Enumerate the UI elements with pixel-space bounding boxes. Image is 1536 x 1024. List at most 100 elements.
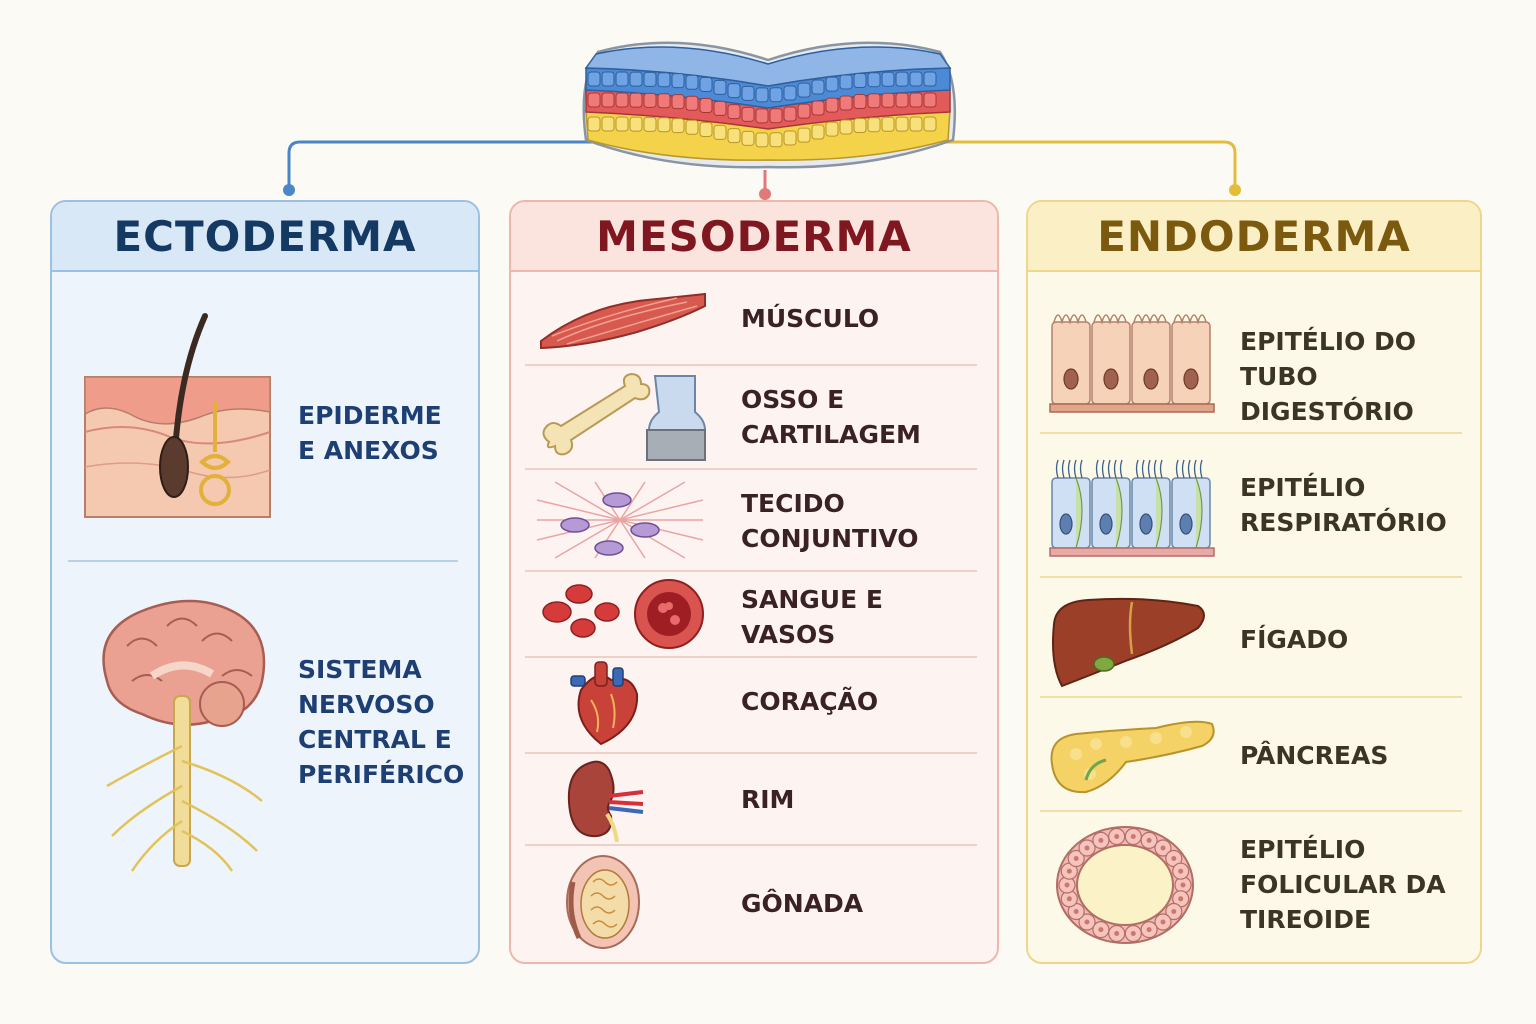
list-item-figado: FÍGADO bbox=[1028, 578, 1480, 696]
mesoderm-panel: MESODERMA MÚSCULO OSSO E CARTILAGEM bbox=[509, 200, 999, 964]
liver-icon bbox=[1052, 597, 1205, 688]
ectoderm-connector-dot bbox=[283, 184, 295, 196]
trilaminar-germ-disc bbox=[582, 41, 957, 169]
disc-cell bbox=[699, 98, 713, 114]
disc-cell bbox=[853, 73, 867, 89]
disc-cell bbox=[615, 116, 629, 132]
list-item-tireoide: EPITÉLIO FOLICULAR DA TIREOIDE bbox=[1028, 812, 1480, 962]
disc-cell bbox=[741, 130, 755, 146]
digestive-epithelium-icon bbox=[1049, 314, 1215, 413]
mesoderm-title: MESODERMA bbox=[511, 202, 997, 272]
separator bbox=[525, 364, 977, 366]
list-item-musculo: MÚSCULO bbox=[511, 272, 997, 364]
separator bbox=[1040, 696, 1462, 698]
disc-cell bbox=[853, 94, 867, 110]
list-item-osso: OSSO E CARTILAGEM bbox=[511, 366, 997, 468]
disc-cell bbox=[783, 106, 797, 122]
disc-cell bbox=[923, 71, 937, 87]
separator bbox=[525, 468, 977, 470]
disc-cell bbox=[881, 116, 895, 132]
musculo-label: MÚSCULO bbox=[741, 304, 880, 333]
list-item-sistema-nervoso: SISTEMA NERVOSO CENTRAL E PERIFÉRICO bbox=[52, 564, 478, 962]
disc-cell bbox=[895, 116, 909, 132]
blood-vessel-icon bbox=[542, 579, 704, 649]
disc-cell bbox=[657, 72, 671, 88]
list-item-sangue: SANGUE E VASOS bbox=[511, 572, 997, 656]
disc-cell bbox=[909, 92, 923, 108]
separator bbox=[1040, 432, 1462, 434]
thyroid-follicle-icon bbox=[1056, 826, 1194, 944]
endoderm-title: ENDODERMA bbox=[1028, 202, 1480, 272]
disc-cell bbox=[657, 117, 671, 133]
disc-cell bbox=[825, 97, 839, 113]
disc-cell bbox=[713, 124, 727, 140]
disc-cell bbox=[601, 92, 615, 108]
endoderm-panel: ENDODERMA EPITÉLIO DO TUBO DIGESTÓRIO EP… bbox=[1026, 200, 1482, 964]
disc-cell bbox=[741, 106, 755, 122]
separator bbox=[525, 844, 977, 846]
disc-cell bbox=[643, 116, 657, 132]
list-item-tubo-digestorio: EPITÉLIO DO TUBO DIGESTÓRIO bbox=[1028, 272, 1480, 432]
gonada-label: GÔNADA bbox=[741, 889, 864, 918]
disc-cell bbox=[853, 118, 867, 134]
disc-cell bbox=[629, 71, 643, 87]
disc-cell bbox=[699, 122, 713, 138]
disc-cell bbox=[881, 71, 895, 87]
mesoderm-connector-dot bbox=[759, 188, 771, 200]
pancreas-icon bbox=[1050, 720, 1215, 794]
disc-cell bbox=[867, 93, 881, 109]
disc-cell bbox=[881, 92, 895, 108]
disc-cell bbox=[895, 71, 909, 87]
list-item-epiderme: EPIDERME E ANEXOS bbox=[52, 272, 478, 562]
disc-top-surface bbox=[584, 46, 952, 87]
disc-cell bbox=[895, 92, 909, 108]
disc-cell bbox=[601, 71, 615, 87]
disc-cell bbox=[657, 93, 671, 109]
pancreas-label: PÂNCREAS bbox=[1240, 741, 1389, 770]
list-item-gonada: GÔNADA bbox=[511, 846, 997, 962]
disc-cell bbox=[839, 95, 853, 111]
disc-cell bbox=[629, 92, 643, 108]
disc-cell bbox=[755, 87, 769, 103]
disc-cell bbox=[671, 94, 685, 110]
separator bbox=[525, 656, 977, 658]
disc-cell bbox=[909, 116, 923, 132]
disc-cell-pattern bbox=[587, 71, 937, 148]
heart-icon bbox=[570, 661, 639, 746]
disc-cell bbox=[671, 73, 685, 89]
disc-cell bbox=[587, 116, 601, 132]
respiratory-epithelium-icon bbox=[1049, 459, 1215, 557]
ectoderm-connector bbox=[287, 140, 600, 188]
epiderme-label: EPIDERME E ANEXOS bbox=[298, 401, 442, 465]
osso-label: OSSO E CARTILAGEM bbox=[741, 385, 921, 449]
disc-cell bbox=[867, 117, 881, 133]
sangue-label: SANGUE E VASOS bbox=[741, 585, 883, 649]
list-item-coracao: CORAÇÃO bbox=[511, 658, 997, 752]
rim-label: RIM bbox=[741, 785, 795, 814]
disc-cell bbox=[643, 92, 657, 108]
disc-cell bbox=[923, 92, 937, 108]
disc-cell bbox=[755, 108, 769, 124]
list-item-rim: RIM bbox=[511, 754, 997, 844]
disc-cell bbox=[839, 74, 853, 90]
disc-cell bbox=[727, 128, 741, 144]
coracao-label: CORAÇÃO bbox=[741, 687, 879, 716]
disc-cell bbox=[769, 87, 783, 103]
muscle-icon bbox=[540, 292, 706, 350]
disc-cell bbox=[811, 79, 825, 95]
list-item-tecido: TECIDO CONJUNTIVO bbox=[511, 470, 997, 570]
disc-cell bbox=[839, 119, 853, 135]
connective-tissue-icon bbox=[536, 481, 704, 559]
gonad-icon bbox=[566, 855, 640, 949]
disc-cell bbox=[867, 72, 881, 88]
disc-cell bbox=[825, 76, 839, 92]
ectoderm-title: ECTODERMA bbox=[52, 202, 478, 272]
separator bbox=[1040, 576, 1462, 578]
separator bbox=[68, 560, 458, 562]
disc-cell bbox=[727, 104, 741, 120]
separator bbox=[1040, 810, 1462, 812]
disc-cell bbox=[713, 100, 727, 116]
disc-cell bbox=[685, 95, 699, 111]
brain-nerves-icon bbox=[102, 599, 266, 872]
